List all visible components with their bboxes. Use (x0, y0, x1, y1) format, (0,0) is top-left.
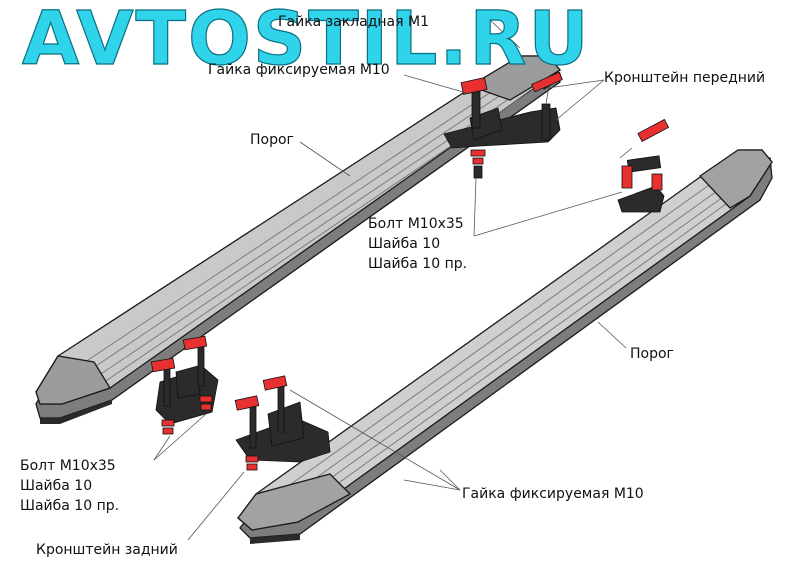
left-sill-front-cap (468, 55, 561, 101)
leader-bolt-left (153, 435, 171, 461)
left-sill-rear-cap (35, 355, 111, 405)
left-sill-lip (40, 400, 112, 424)
right-sill-front-cap (699, 149, 773, 209)
label-nut-embedded: Гайка закладная М1 (278, 14, 429, 30)
label-washer-right: Шайба 10 (368, 236, 440, 252)
label-bolt-right: Болт М10х35 (368, 216, 464, 232)
right-sill-groove (273, 165, 753, 509)
label-sill-left: Порог (250, 132, 294, 148)
right-sill-groove (281, 171, 759, 514)
leader-bolt-right-1 (473, 177, 477, 237)
label-nut-fixed-bottom: Гайка фиксируемая М10 (462, 486, 644, 502)
leader-nut-fixed-bottom-1 (289, 389, 461, 491)
leader-nut-fixed-top (403, 74, 471, 95)
watermark-text: AVTOSTIL.RU (22, 0, 591, 82)
leader-sill-left (299, 141, 351, 177)
leader-bracket-front-2 (547, 79, 605, 89)
leader-bracket-rear (187, 471, 245, 541)
left-sill-groove (77, 69, 539, 379)
left-sill (35, 55, 562, 424)
right-sill-rear-cap (237, 473, 352, 531)
rear-bracket-right (234, 375, 331, 471)
leader-bolt-right-2 (473, 191, 623, 237)
leader-nut-fixed-bottom-2 (439, 469, 461, 491)
left-sill-groove (69, 65, 531, 373)
leader-nut-fixed-bottom-3 (403, 479, 461, 491)
leader-sill-right (597, 321, 627, 349)
front-bracket-right (617, 118, 670, 213)
label-bracket-front: Кронштейн передний (604, 70, 765, 86)
label-bolt-left: Болт М10х35 (20, 458, 116, 474)
right-sill-groove (289, 177, 763, 519)
leader-bracket-front (555, 79, 605, 121)
right-sill (237, 149, 773, 544)
label-spring-washer-right: Шайба 10 пр. (368, 256, 467, 272)
right-sill-groove (265, 159, 745, 503)
label-spring-washer-left: Шайба 10 пр. (20, 498, 119, 514)
right-sill-lip (250, 534, 300, 544)
label-bracket-rear: Кронштейн задний (36, 542, 178, 558)
left-sill-groove (85, 73, 547, 385)
label-sill-right: Порог (630, 346, 674, 362)
leader-bolt-left-2 (153, 413, 207, 461)
rear-bracket-left (150, 335, 219, 435)
front-bracket-left (443, 71, 563, 179)
leader-nut-embedded (489, 19, 521, 49)
label-nut-fixed-top: Гайка фиксируемая М10 (208, 62, 390, 78)
label-washer-left: Шайба 10 (20, 478, 92, 494)
